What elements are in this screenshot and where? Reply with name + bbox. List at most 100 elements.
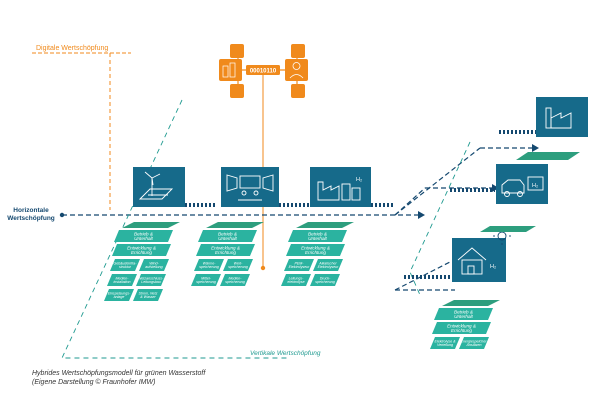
tile-label: Entwicklung & [127, 245, 156, 250]
tile-label: Entwicklung & [211, 245, 240, 250]
tile-label: speicherung [228, 265, 248, 269]
electrolyzer-factory-icon [317, 181, 361, 201]
tile-label: Entwicklung & [447, 323, 476, 328]
tile-label: Unterhalt [308, 236, 327, 241]
tile-label: Leitungsbau [141, 280, 161, 284]
tile-service: Einspeisungs-anlage [104, 289, 134, 301]
tile-service: Strom, Netz& Wasser [133, 289, 163, 301]
digital-network: 00010110 [219, 44, 308, 271]
tile-operation: Betrieb &Unterhalt [434, 308, 493, 320]
tile-label: Mittel- [201, 276, 212, 280]
tile-service: PEM-Elektrolyseur [284, 259, 314, 271]
database-icon [219, 59, 242, 81]
digital-value-label: Digitale Wertschöpfung [36, 45, 108, 52]
wind-solar-icon [138, 171, 174, 200]
tile-operation: Betrieb &Unterhalt [114, 230, 173, 242]
tile-label: Medien- [229, 276, 243, 280]
tile-label: struktur [119, 265, 132, 269]
tile-label: Gebäudeinfra- [114, 261, 138, 265]
tile-label: Netzanschluss- [139, 276, 164, 280]
tile-label: Ansätzen [466, 343, 482, 347]
right-plane-outline [409, 141, 471, 296]
tile-label: Betrieb & [454, 309, 473, 314]
truck-car-icon [501, 176, 544, 197]
tile-service: Druck-speicherung [310, 274, 340, 286]
tile-label: Betrieb & [218, 231, 237, 236]
tile-label: speicherung [315, 280, 335, 284]
tile-label: elektrolyse [287, 280, 304, 284]
tile-label: installation [114, 280, 131, 284]
tile-service: Netzanschluss-Leitungsbau [136, 274, 166, 286]
tile-label: Leitungs- [289, 276, 305, 280]
branch-top-connector [394, 147, 481, 216]
tile-label: speicherung [199, 265, 219, 269]
tile-service: Energiespeicher-Ansätzen [459, 337, 489, 349]
tile-label: Druck- [320, 276, 331, 280]
tile-label: Entwicklung & [301, 245, 330, 250]
tile-label: Unterhalt [218, 236, 237, 241]
tile-label: Elektrolyseur [289, 265, 311, 269]
tile-label: Errichtung [131, 250, 152, 255]
roof-bar-top [516, 152, 580, 160]
tile-service: Medien-speicherung [220, 274, 250, 286]
branch-mid-arrow [492, 184, 499, 192]
h2-icon: H₂ [490, 264, 496, 270]
panel-stripes [185, 130, 536, 279]
tile-service: Medien-installation [107, 274, 137, 286]
cluster-roof [206, 222, 264, 228]
tile-operation: Betrieb &Unterhalt [288, 230, 347, 242]
control-room-panel [221, 167, 279, 207]
tile-label: PEM- [295, 261, 305, 265]
digital-connector-dot [260, 265, 266, 271]
plus-node-icon [291, 44, 305, 58]
tile-label: Verteilung [437, 343, 453, 347]
branch-mid-connector [394, 187, 426, 216]
branch-top-arrow [532, 144, 539, 152]
tile-operation: Betrieb &Unterhalt [198, 230, 257, 242]
cluster-roof [442, 300, 500, 306]
control-room-icon [226, 174, 274, 201]
tile-service: Gebäudeinfra-struktur [110, 259, 140, 271]
h2-icon: H₂ [356, 177, 362, 183]
tile-label: speicherung [196, 280, 216, 284]
tile-label: Medien- [116, 276, 130, 280]
binary-data-box [246, 65, 280, 75]
caption-line-2: (Eigene Darstellung © Fraunhofer IMW) [32, 379, 156, 386]
factory-panel [536, 97, 588, 137]
tile-label: Errichtung [451, 328, 472, 333]
plus-node-icon [230, 44, 244, 58]
tile-development: Entwicklung &Errichtung [286, 244, 345, 256]
tile-label: Errichtung [305, 250, 326, 255]
tile-label: Betrieb & [134, 231, 153, 236]
caption-line-1: Hybrides Wertschöpfungsmodell für grünen… [32, 370, 206, 377]
binary-code: 00010110 [250, 69, 277, 75]
horizontal-value-label-2: Wertschöpfung [7, 215, 55, 222]
tile-label: Einspeisungs- [108, 291, 131, 295]
factory-icon [545, 107, 572, 129]
tile-label: Strom, Netz [139, 291, 158, 295]
horizontal-value-label-1: Horizontale [13, 207, 49, 214]
plus-node-icon [291, 84, 305, 98]
horizontal-axis-arrow [418, 211, 425, 219]
tile-service: Wert-speicherung [223, 259, 253, 271]
roof-bar-mid [480, 226, 536, 232]
tile-label: Energiespeicher- [460, 339, 488, 343]
h2-icon: H₂ [532, 183, 538, 189]
tile-label: Wind- [149, 261, 159, 265]
figure-caption: Hybrides Wertschöpfungsmodell für grünen… [32, 369, 205, 387]
tile-label: aufstellung [145, 265, 162, 269]
tile-service: Mittel-speicherung [191, 274, 221, 286]
tile-development: Entwicklung &Errichtung [112, 244, 171, 256]
tile-label: speicherung [225, 280, 245, 284]
cluster-roof [296, 222, 354, 228]
vertical-plane-outline [61, 99, 290, 359]
tile-label: Elektrolyseur [318, 265, 340, 269]
tile-label: Errichtung [215, 250, 236, 255]
tile-label: anlage [114, 295, 125, 299]
tile-service: Leitungs-elektrolyse [281, 274, 311, 286]
wind-solar-panel [133, 167, 185, 207]
tile-label: & Wasser [140, 295, 156, 299]
